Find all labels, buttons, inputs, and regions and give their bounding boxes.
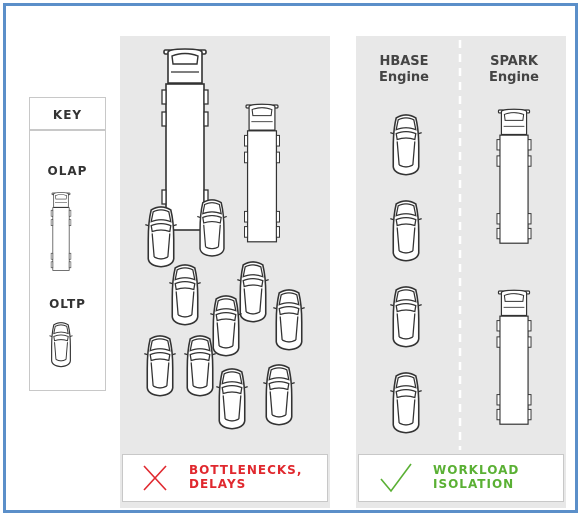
oltp-car-icon: [169, 265, 200, 325]
oltp-car-icon: [210, 296, 241, 356]
olap-truck-icon: [245, 104, 280, 242]
hbase-car-icon: [390, 287, 421, 347]
olap-truck-icon: [162, 49, 208, 230]
oltp-car-icon: [216, 369, 247, 429]
oltp-car-icon: [263, 365, 294, 425]
hbase-car-icon: [390, 201, 421, 261]
hbase-car-icon: [390, 373, 421, 433]
oltp-car-icon: [237, 262, 268, 322]
hbase-car-icon: [390, 115, 421, 175]
check-mark-icon: [381, 464, 411, 491]
key-oltp-car-icon: [49, 323, 72, 367]
spark-truck-icon: [497, 290, 531, 424]
oltp-car-icon: [273, 290, 304, 350]
oltp-car-icon: [144, 336, 175, 396]
oltp-car-icon: [184, 336, 215, 396]
spark-truck-icon: [497, 109, 531, 243]
x-mark-icon: [144, 466, 166, 490]
key-olap-truck-icon: [51, 193, 71, 271]
oltp-car-icon: [145, 207, 176, 267]
oltp-car-icon: [197, 200, 226, 256]
